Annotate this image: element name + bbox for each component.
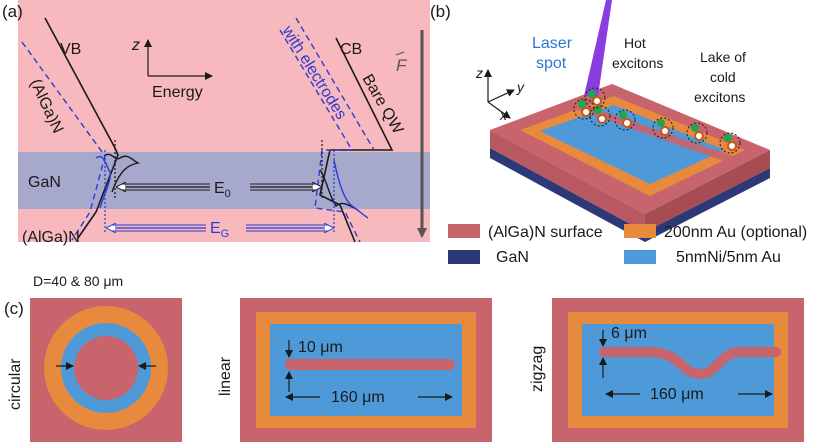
- electron-wavefunction-electrodes: [333, 159, 369, 219]
- zigzag-width-label: 6 μm: [611, 325, 647, 342]
- exciton: [686, 122, 708, 144]
- legend-swatch: [448, 224, 480, 238]
- field-label: F: [396, 56, 408, 75]
- conduction-band-line: [319, 37, 394, 243]
- b-axis-y: [487, 89, 515, 103]
- exciton-group: [573, 87, 741, 154]
- cb-label: CB: [340, 41, 362, 58]
- e0-label: E0: [214, 180, 231, 200]
- b-axis-z-label: z: [475, 65, 483, 81]
- axis-z-label: z: [131, 37, 140, 54]
- linear-label: linear: [217, 356, 234, 396]
- zigzag-label: zigzag: [529, 346, 546, 392]
- valence-band-line: [44, 17, 119, 239]
- legend-item-ni-au: 5nmNi/5nm Au: [624, 249, 781, 266]
- conduction-band-electrodes-line-2: [279, 29, 361, 243]
- lake-label-2: cold: [710, 69, 736, 85]
- algan-bottom-label: (AlGa)N: [22, 229, 80, 246]
- legend-item-gan: GaN: [448, 249, 529, 266]
- legend-swatch: [624, 224, 656, 238]
- conduction-band-electrodes-line-1: [295, 17, 375, 151]
- exciton: [652, 117, 674, 139]
- zigzag-ni-au-pad: [582, 324, 774, 416]
- axis-energy-label: Energy: [152, 84, 203, 101]
- eg-label: EG: [210, 220, 229, 240]
- legend-swatch: [448, 250, 480, 264]
- diameter-label: D=40 & 80 μm: [33, 273, 123, 289]
- legend-swatch: [624, 250, 656, 264]
- exciton: [719, 132, 741, 154]
- hot-excitons-label-2: excitons: [612, 55, 663, 71]
- legend: (AlGa)N surface 200nm Au (optional) GaN …: [448, 224, 807, 266]
- electron-wavefunction-bare: [319, 169, 357, 210]
- circular-label: circular: [7, 358, 24, 410]
- slab-surface-front: [490, 130, 645, 232]
- linear-channel: [285, 359, 455, 370]
- laser-spot-label-1: Laser: [532, 35, 573, 52]
- legend-label: 5nmNi/5nm Au: [676, 249, 781, 266]
- b-axis-x-label: x: [499, 107, 508, 123]
- panel-a: (a) VB CB z Energy (AlGa)N GaN (AlGa)N w…: [2, 0, 430, 246]
- b-axis-y-label: y: [516, 79, 525, 95]
- hole-wavefunction-bare: [103, 153, 141, 193]
- lake-label-3: excitons: [694, 89, 745, 105]
- linear-device: 10 μm 160 μm: [240, 298, 492, 442]
- linear-width-label: 10 μm: [298, 339, 343, 356]
- ni-au-pad: [540, 105, 725, 184]
- linear-length-label: 160 μm: [331, 389, 385, 406]
- slab-navy-right: [645, 168, 770, 242]
- exciton: [573, 98, 595, 120]
- laser-beam: [584, 0, 612, 96]
- legend-item-algan: (AlGa)N surface: [448, 224, 603, 241]
- exciton: [589, 105, 611, 127]
- circular-device: [30, 298, 182, 442]
- exciton: [614, 109, 636, 131]
- legend-label: GaN: [496, 249, 529, 266]
- zigzag-channel: [599, 347, 781, 380]
- laser-spot-label-2: spot: [536, 55, 567, 72]
- panel-a-label: (a): [2, 2, 23, 21]
- panel-b: (b) Laser spot Hot excitons Lake of cold…: [430, 0, 770, 242]
- legend-label: (AlGa)N surface: [488, 224, 603, 241]
- gan-label: GaN: [28, 174, 61, 191]
- zigzag-length-label: 160 μm: [650, 386, 704, 403]
- panel-c-label: (c): [4, 299, 24, 318]
- hole-wavefunction-electrodes: [95, 155, 112, 209]
- circular-center: [74, 336, 138, 400]
- legend-item-au: 200nm Au (optional): [624, 224, 807, 241]
- hot-excitons-label-1: Hot: [624, 35, 646, 51]
- panel-b-label: (b): [430, 2, 451, 21]
- zigzag-device: 6 μm 160 μm: [552, 298, 804, 442]
- b-axis-x: [487, 101, 511, 119]
- legend-label: 200nm Au (optional): [664, 224, 807, 241]
- exciton: [584, 87, 606, 109]
- valence-band-electrodes-line: [21, 41, 106, 241]
- slab-surface-right: [645, 150, 770, 232]
- slab-navy-front: [490, 148, 645, 242]
- lake-label-1: Lake of: [700, 49, 746, 65]
- vb-label: VB: [60, 41, 81, 58]
- panel-c: (c) D=40 & 80 μm circular 10 μm 160 μm l…: [4, 273, 804, 442]
